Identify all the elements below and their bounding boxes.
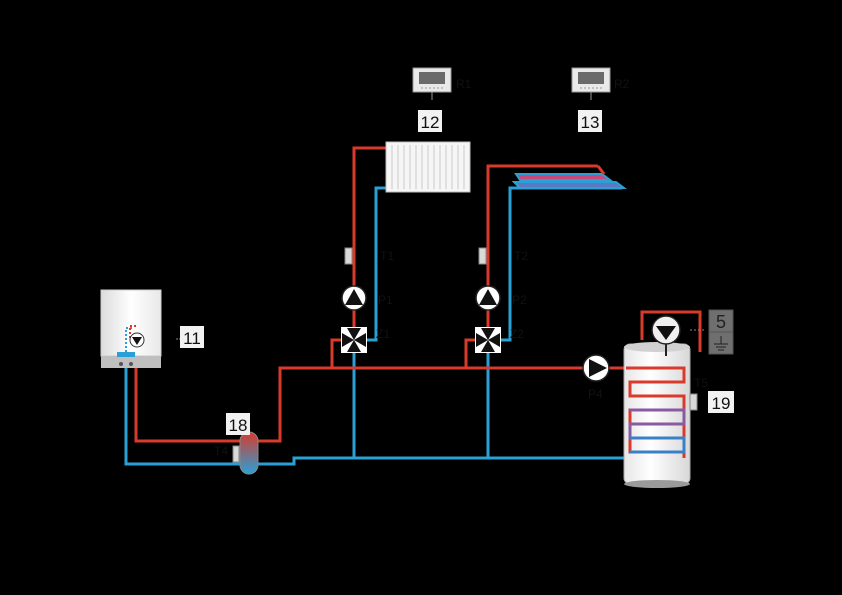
pump-p4: P4	[582, 354, 610, 401]
separator-number: 18	[229, 416, 248, 435]
sensor-t4-label: T4	[214, 444, 228, 458]
ground-icon	[714, 336, 728, 351]
room-unit-2-label: R2	[614, 77, 630, 91]
sensor-t1: T1	[344, 247, 394, 265]
pump-p2: P2	[475, 285, 527, 311]
tank-sensor-number: 19	[712, 394, 731, 413]
hydraulic-separator-icon: T4	[214, 431, 259, 475]
boiler-icon	[100, 289, 182, 368]
radiator-number-box: 12	[418, 110, 442, 132]
sensor-t1-label: T1	[380, 249, 394, 263]
sensor-t2: T2	[478, 247, 528, 265]
floor-controller-number-box: 13	[578, 110, 602, 132]
sensor-t2-label: T2	[514, 249, 528, 263]
valve-z1-label: Z1	[376, 327, 390, 341]
supply-pipes	[134, 146, 702, 443]
pump-p1-label: P1	[378, 293, 393, 307]
tank-panel-number: 5	[716, 312, 726, 332]
boiler-number: 11	[183, 329, 201, 348]
valve-z2-label: Z2	[510, 327, 524, 341]
radiator-icon	[385, 141, 471, 193]
room-unit-2: R2	[571, 67, 630, 100]
valve-z1: Z1	[341, 327, 390, 353]
sensor-t5-label: T5	[694, 376, 708, 390]
sensor-t5: T5	[689, 376, 708, 411]
valve-z2: Z2	[475, 327, 524, 353]
hot-water-tank-icon	[623, 315, 706, 488]
room-unit-1-label: R1	[456, 77, 472, 91]
pump-p1: P1	[341, 285, 393, 311]
pump-p4-label: P4	[588, 387, 603, 401]
floor-controller-number: 13	[581, 113, 600, 132]
separator-number-box: 18	[226, 413, 250, 435]
boiler-number-box: 11	[180, 326, 204, 348]
radiator-number: 12	[421, 113, 440, 132]
return-pipes	[124, 186, 684, 466]
pump-p2-label: P2	[512, 293, 527, 307]
tank-panel: 5	[708, 309, 734, 355]
room-unit-1: R1	[412, 67, 472, 100]
tank-sensor-number-box: 19	[708, 391, 734, 413]
floor-heating-icon	[511, 165, 627, 189]
